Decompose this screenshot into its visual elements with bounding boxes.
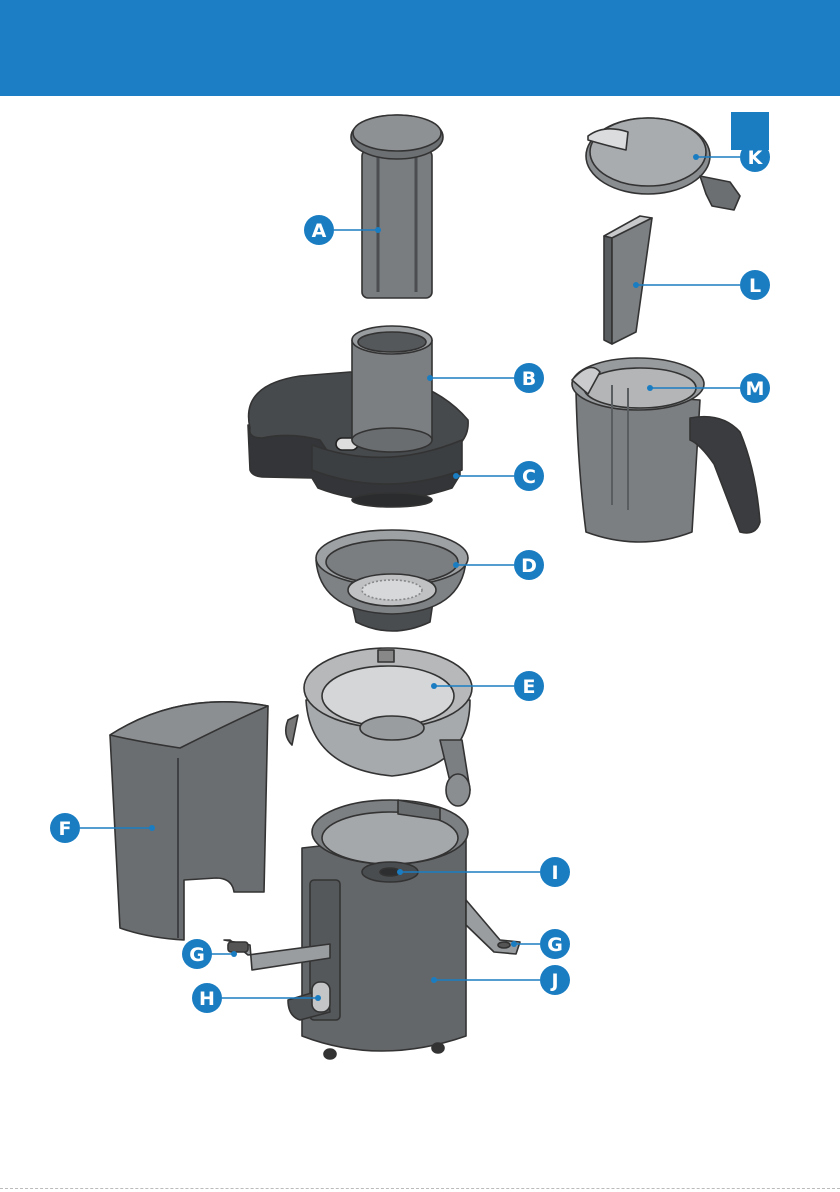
callout-c: C [514,461,544,491]
callout-letter: M [746,378,765,400]
callout-e: E [514,671,544,701]
callout-m: M [740,373,770,403]
pusher-illustration [351,115,443,298]
motor-unit-illustration [302,800,468,1059]
callout-g-right: G [540,929,570,959]
callout-letter: F [59,818,72,840]
callout-d: D [514,550,544,580]
pulp-container-illustration [110,702,268,940]
bottom-rule [0,1188,840,1189]
lid-illustration [248,326,468,507]
jug-lid-illustration [586,118,740,210]
callout-k: K [740,142,770,172]
callout-j: J [540,965,570,995]
callout-a: A [304,215,334,245]
callout-i: I [540,857,570,887]
callout-letter: G [547,934,563,956]
callout-letter: G [189,944,205,966]
callout-letter: D [521,555,537,577]
froth-separator-illustration [604,216,652,344]
callout-letter: H [199,988,215,1010]
callout-f: F [50,813,80,843]
callout-letter: C [522,466,536,488]
callout-letter: K [748,147,764,169]
callout-letter: A [312,220,327,242]
callout-letter: L [749,275,761,297]
callout-letter: I [551,862,558,884]
juice-jug-illustration [572,358,760,542]
callout-letter: B [522,368,536,390]
callout-letter: J [549,970,558,992]
filter-illustration [316,530,468,631]
callout-l: L [740,270,770,300]
callout-letter: E [523,676,536,698]
callout-g-left: G [182,939,212,969]
juice-collector-illustration [286,648,472,806]
callout-h: H [192,983,222,1013]
callout-b: B [514,363,544,393]
